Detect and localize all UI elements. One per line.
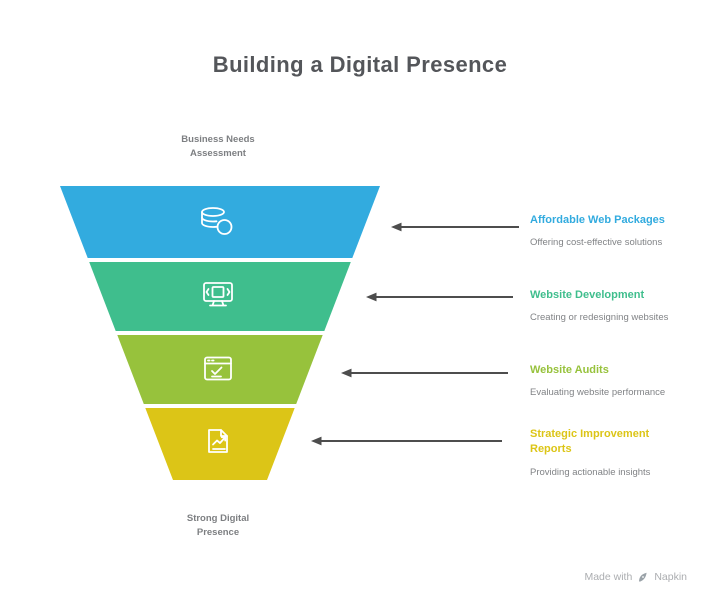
funnel-top-label: Business Needs Assessment	[181, 134, 255, 159]
monitor-carousel-icon	[203, 282, 233, 307]
stage-description-1: Offering cost-effective solutions	[530, 237, 663, 249]
made-with-text: Made with	[584, 571, 633, 583]
arrow-head-2	[366, 292, 377, 302]
stage-description-2: Creating or redesigning websites	[530, 312, 669, 324]
stage-heading-1: Affordable Web Packages	[530, 214, 665, 226]
napkin-pen-icon	[639, 572, 647, 582]
stage-label-block-4: Strategic Improvement Reports Providing …	[530, 427, 685, 480]
page-title: Building a Digital Presence	[212, 52, 508, 77]
made-with-napkin-credit: Made with Napkin	[584, 571, 687, 583]
stage-heading-2: Website Development	[530, 289, 645, 301]
stage-label-block-2: Website Development Creating or redesign…	[530, 288, 685, 326]
funnel-bottom-label: Strong Digital Presence	[186, 513, 250, 538]
stage-heading-3: Website Audits	[530, 364, 609, 376]
coins-icon	[201, 207, 233, 235]
browser-checklist-icon	[204, 356, 232, 381]
arrow-head-4	[311, 436, 322, 446]
stage-label-block-3: Website Audits Evaluating website perfor…	[530, 363, 685, 401]
stage-heading-4: Strategic Improvement Reports	[530, 428, 650, 456]
arrow-head-1	[391, 222, 402, 232]
report-document-icon	[208, 429, 228, 453]
funnel-stage-4	[145, 408, 295, 480]
napkin-brand-text: Napkin	[654, 571, 687, 583]
stage-description-3: Evaluating website performance	[530, 387, 666, 399]
stage-description-4: Providing actionable insights	[530, 466, 651, 478]
stage-label-block-1: Affordable Web Packages Offering cost-ef…	[530, 213, 685, 251]
arrow-head-3	[341, 368, 352, 378]
stage-arrows	[311, 222, 519, 446]
